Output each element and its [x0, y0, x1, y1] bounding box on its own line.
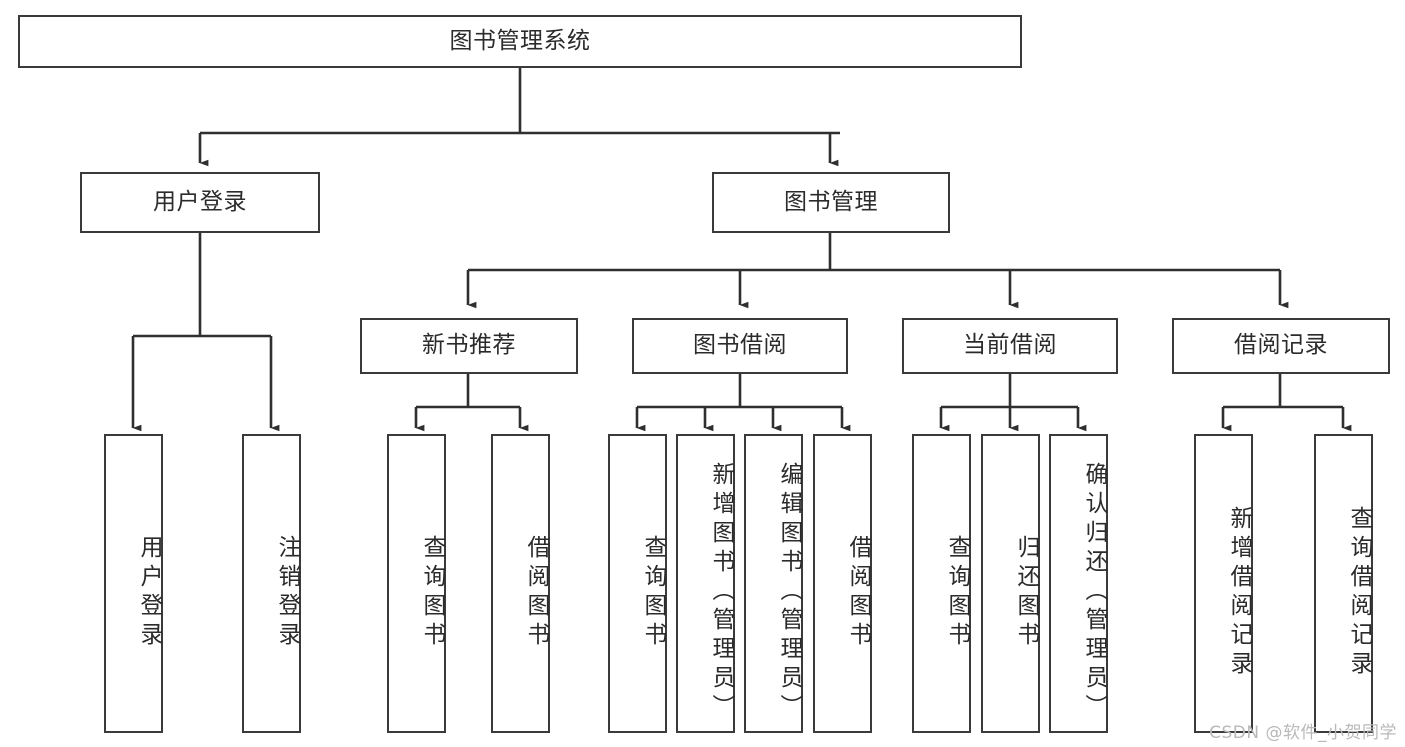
leaf-recommend-borrow-book[interactable]: 借阅图书: [491, 434, 550, 733]
node-label: 用户登录: [153, 188, 247, 215]
node-label: 新书推荐: [422, 332, 516, 359]
node-label: 查询图书: [419, 534, 445, 651]
node-label: 查询图书: [640, 534, 666, 651]
watermark: CSDN @软件_小贺同学: [1209, 723, 1397, 743]
node-label: 图书管理: [784, 188, 878, 215]
leaf-borrow-query-book[interactable]: 查询图书: [608, 434, 667, 733]
leaf-user-logout[interactable]: 注销登录: [242, 434, 301, 733]
node-book-management[interactable]: 图书管理: [712, 172, 950, 233]
node-label: 查询图书: [944, 534, 970, 651]
node-label: 注销登录: [274, 534, 300, 651]
node-label: 确认归还（管理员）: [1081, 462, 1107, 723]
node-label: 查询借阅记录: [1346, 505, 1372, 680]
node-label: 图书借阅: [693, 332, 787, 359]
node-label: 借阅记录: [1234, 332, 1328, 359]
node-label: 归还图书: [1013, 534, 1039, 651]
leaf-recommend-query-book[interactable]: 查询图书: [387, 434, 446, 733]
leaf-current-return-book[interactable]: 归还图书: [981, 434, 1040, 733]
node-label: 图书管理系统: [449, 27, 591, 54]
node-label: 新增图书（管理员）: [708, 462, 734, 723]
leaf-current-confirm-return-admin[interactable]: 确认归还（管理员）: [1049, 434, 1108, 733]
leaf-record-query-record[interactable]: 查询借阅记录: [1314, 434, 1373, 733]
leaf-record-add-record[interactable]: 新增借阅记录: [1194, 434, 1253, 733]
leaf-user-login[interactable]: 用户登录: [104, 434, 163, 733]
node-current-borrow[interactable]: 当前借阅: [902, 318, 1118, 374]
leaf-current-query-book[interactable]: 查询图书: [912, 434, 971, 733]
node-root-system[interactable]: 图书管理系统: [18, 15, 1022, 68]
node-label: 当前借阅: [963, 332, 1057, 359]
node-label: 编辑图书（管理员）: [776, 462, 802, 723]
leaf-borrow-edit-book-admin[interactable]: 编辑图书（管理员）: [744, 434, 803, 733]
node-label: 用户登录: [136, 534, 162, 651]
node-label: 新增借阅记录: [1226, 505, 1252, 680]
node-label: 借阅图书: [523, 534, 549, 651]
node-borrow-record[interactable]: 借阅记录: [1172, 318, 1390, 374]
leaf-borrow-add-book-admin[interactable]: 新增图书（管理员）: [676, 434, 735, 733]
node-new-book-recommend[interactable]: 新书推荐: [360, 318, 578, 374]
node-book-borrow[interactable]: 图书借阅: [632, 318, 848, 374]
leaf-borrow-borrow-book[interactable]: 借阅图书: [813, 434, 872, 733]
node-user-login[interactable]: 用户登录: [80, 172, 320, 233]
node-label: 借阅图书: [845, 534, 871, 651]
